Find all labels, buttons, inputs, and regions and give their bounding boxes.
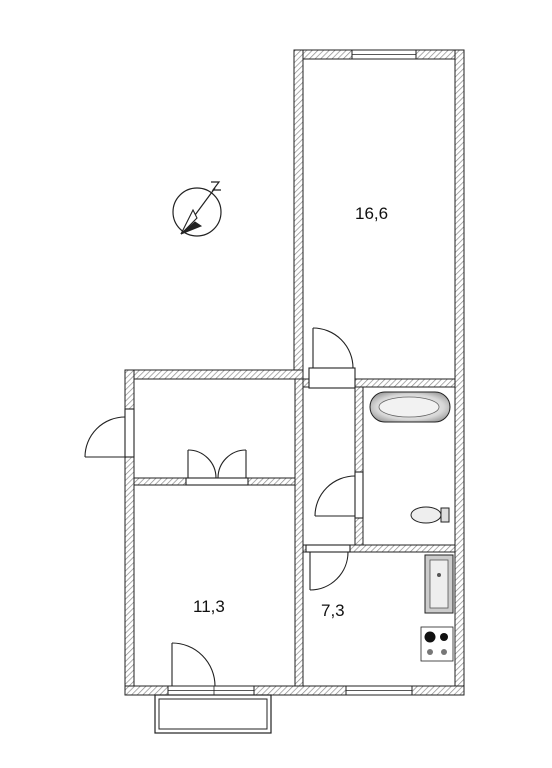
sink: [424, 554, 454, 614]
balcony-door: [171, 642, 216, 687]
room-area-bedroom: 11,3: [193, 597, 225, 616]
living-room-door: [308, 327, 356, 389]
bedroom-double-door: [185, 449, 249, 486]
walls: [124, 49, 465, 696]
entrance-door: [84, 408, 135, 458]
window-bedroom: [167, 685, 255, 696]
window-top: [351, 49, 417, 60]
doors: [84, 327, 364, 687]
bathtub: [369, 391, 451, 423]
compass-icon: [172, 181, 222, 237]
room-area-kitchen: 7,3: [321, 601, 345, 620]
windows: [167, 49, 417, 696]
window-kitchen: [345, 685, 413, 696]
stove: [420, 626, 454, 662]
room-area-living-room: 16,6: [355, 204, 388, 223]
bathroom-door: [314, 471, 364, 519]
balcony: [154, 694, 272, 734]
kitchen-door: [305, 544, 351, 591]
toilet: [410, 506, 450, 524]
